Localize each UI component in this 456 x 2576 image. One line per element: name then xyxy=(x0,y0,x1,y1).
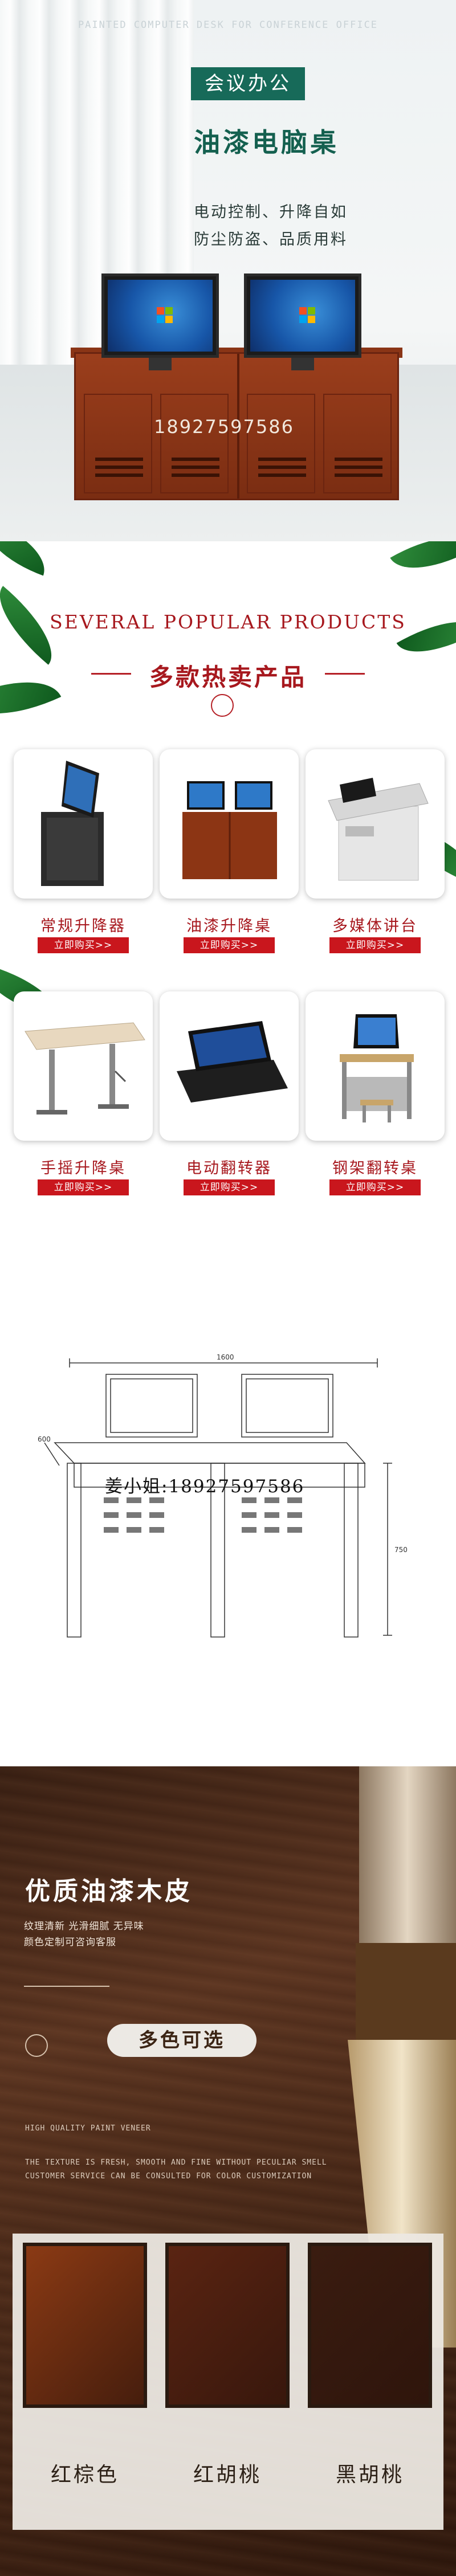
product-label: 多媒体讲台 xyxy=(332,917,418,935)
product-label: 钢架翻转桌 xyxy=(332,1160,418,1177)
swatch-label: 黑胡桃 xyxy=(335,2463,404,2487)
depth-dimension: 600 xyxy=(38,1435,51,1443)
painted-lift-desk-icon xyxy=(182,781,277,879)
feature-line-2: 防尘防盗、品质用料 xyxy=(194,231,348,248)
dimension-drawing-section: 1600 600 750 姜小姐:18927597586 xyxy=(0,1225,456,1766)
paint-veneer-section: 优质油漆木皮 纹理清新 光滑细腻 无异味 颜色定制可咨询客服 多色可选 HIGH… xyxy=(0,1766,456,2576)
product-card[interactable] xyxy=(14,749,153,899)
category-tag: 会议办公 xyxy=(191,67,305,100)
swatch-red-walnut[interactable] xyxy=(165,2243,290,2408)
product-card[interactable] xyxy=(306,991,445,1141)
hero-phone-number: 18927597586 xyxy=(154,416,294,438)
buy-now-button[interactable]: 立即购买>> xyxy=(184,1179,275,1195)
products-english-title: SEVERAL POPULAR PRODUCTS xyxy=(50,611,406,633)
product-label: 电动翻转器 xyxy=(186,1160,272,1177)
veneer-title: 优质油漆木皮 xyxy=(25,1877,193,1906)
swatch-label: 红棕色 xyxy=(50,2463,119,2487)
desk-technical-drawing: 1600 600 750 xyxy=(38,1353,408,1638)
product-label: 常规升降器 xyxy=(40,917,126,935)
electric-flip-icon xyxy=(177,1021,288,1103)
product-card[interactable] xyxy=(306,749,445,899)
product-card[interactable] xyxy=(160,749,299,899)
buy-now-button[interactable]: 立即购买>> xyxy=(329,937,421,953)
veneer-subtitle-2: 颜色定制可咨询客服 xyxy=(24,1937,116,1948)
buy-now-button[interactable]: 立即购买>> xyxy=(184,937,275,953)
swatch-black-walnut[interactable] xyxy=(308,2243,432,2408)
height-dimension: 750 xyxy=(394,1546,408,1554)
products-title: 多款热卖产品 xyxy=(149,663,307,691)
hero-english-title: PAINTED COMPUTER DESK FOR CONFERENCE OFF… xyxy=(78,19,378,31)
lift-monitor-icon xyxy=(41,761,104,886)
palm-leaf-icon xyxy=(390,541,456,587)
width-dimension: 1600 xyxy=(217,1353,234,1361)
swatch-red-brown[interactable] xyxy=(23,2243,147,2408)
title-divider xyxy=(325,673,365,675)
veneer-english-line-1: THE TEXTURE IS FRESH, SMOOTH AND FINE WI… xyxy=(25,2158,327,2167)
multi-color-badge: 多色可选 xyxy=(107,2024,256,2057)
veneer-english-title: HIGH QUALITY PAINT VENEER xyxy=(25,2124,151,2133)
buy-now-button[interactable]: 立即购买>> xyxy=(38,937,129,953)
painted-desk-image xyxy=(74,352,399,500)
decorative-circle-icon xyxy=(211,694,234,717)
hero-banner: PAINTED COMPUTER DESK FOR CONFERENCE OFF… xyxy=(0,0,456,541)
steel-flip-desk-icon xyxy=(340,1014,414,1122)
divider xyxy=(24,1986,109,1987)
feature-line-1: 电动控制、升降自如 xyxy=(194,203,348,221)
hero-title: 油漆电脑桌 xyxy=(194,127,339,158)
contact-phone: 姜小姐:18927597586 xyxy=(105,1476,305,1497)
title-divider xyxy=(91,673,131,675)
product-label: 手摇升降桌 xyxy=(40,1160,126,1177)
popular-products-section: SEVERAL POPULAR PRODUCTS 多款热卖产品 常规升降器 立即… xyxy=(0,541,456,1225)
veneer-subtitle-1: 纹理清新 光滑细腻 无异味 xyxy=(24,1921,144,1932)
veneer-english-line-2: CUSTOMER SERVICE CAN BE CONSULTED FOR CO… xyxy=(25,2172,312,2181)
product-label: 油漆升降桌 xyxy=(186,917,272,935)
monitor-left xyxy=(101,273,219,358)
multimedia-podium-icon xyxy=(328,778,429,881)
windows-logo-icon xyxy=(157,307,174,324)
swatch-label: 红胡桃 xyxy=(193,2463,262,2487)
decorative-circle-icon xyxy=(25,2034,48,2057)
palm-leaf-icon xyxy=(0,541,55,576)
buy-now-button[interactable]: 立即购买>> xyxy=(329,1179,421,1195)
monitor-right xyxy=(244,273,361,358)
windows-logo-icon xyxy=(299,307,316,324)
product-card[interactable] xyxy=(160,991,299,1141)
buy-now-button[interactable]: 立即购买>> xyxy=(38,1179,129,1195)
hand-crank-desk-icon xyxy=(25,1022,145,1115)
product-card[interactable] xyxy=(14,991,153,1141)
